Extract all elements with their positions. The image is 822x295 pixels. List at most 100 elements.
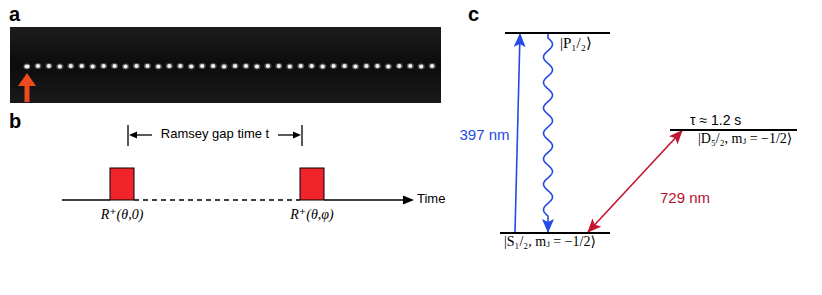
ion — [430, 64, 434, 68]
ion-glow — [319, 64, 326, 70]
level-line — [500, 232, 610, 234]
time-axis-gap — [134, 199, 300, 200]
ion — [255, 65, 259, 69]
ion-glow — [385, 64, 392, 70]
ion-glow — [253, 64, 260, 70]
ion-glow — [144, 63, 151, 69]
ion — [419, 65, 423, 69]
ion-glow — [188, 64, 195, 70]
state-label: |S₁/₂, mⱼ = −1/2⟩ — [500, 234, 610, 251]
energy-level: |P₁/₂⟩ — [505, 32, 610, 52]
ion — [375, 64, 379, 68]
ion — [222, 65, 226, 69]
ion — [288, 65, 292, 69]
level-line — [505, 32, 610, 34]
panel-letter: c — [468, 3, 479, 26]
ion-glow — [133, 63, 140, 69]
laser-pulse — [110, 168, 134, 200]
ion-glow — [341, 63, 348, 69]
ion — [364, 64, 368, 68]
state-label: |P₁/₂⟩ — [505, 34, 610, 52]
ion-glow — [363, 63, 370, 69]
ion — [91, 65, 95, 69]
panel-letter: a — [9, 3, 20, 26]
ion-glow — [308, 63, 315, 69]
ion — [332, 64, 336, 68]
pulse-sequence — [62, 125, 414, 205]
ion-glow — [34, 63, 41, 69]
marker-arrow-shaft — [25, 85, 30, 102]
time-axis — [62, 199, 110, 200]
ion-glow — [89, 64, 96, 70]
gap-arrowhead — [129, 132, 137, 139]
energy-level: τ ≈ 1.2 s |D₅/₂, mⱼ = −1/2⟩ — [670, 112, 797, 148]
ion — [321, 65, 325, 69]
time-axis — [324, 199, 405, 200]
ion — [69, 64, 73, 68]
ion — [277, 64, 281, 68]
level-line — [670, 129, 797, 131]
ion-glow — [100, 63, 107, 69]
ion — [24, 65, 29, 69]
ion — [233, 64, 237, 68]
ion — [178, 64, 182, 68]
ion — [310, 64, 314, 68]
pulse-label: R⁺(θ,φ) — [290, 207, 333, 223]
ion-glow — [199, 63, 206, 69]
panel-letter: b — [9, 110, 21, 133]
transition-arrow — [588, 131, 682, 232]
laser-pulse — [300, 168, 324, 200]
ion-glow — [242, 63, 249, 69]
gap-arrowhead — [293, 132, 301, 139]
ion — [353, 65, 357, 69]
ion — [397, 64, 401, 68]
energy-level: |S₁/₂, mⱼ = −1/2⟩ — [500, 232, 610, 251]
ion — [244, 64, 248, 68]
gap-bracket-bar — [301, 125, 302, 146]
ion — [80, 64, 84, 68]
ion-glow — [264, 63, 271, 69]
ion-glow — [330, 63, 337, 69]
marker-arrow-head — [18, 73, 36, 86]
ion-glow — [221, 64, 228, 70]
ion — [113, 64, 117, 68]
ion — [145, 64, 149, 68]
ion — [36, 64, 40, 68]
ion-glow — [166, 63, 173, 69]
wavelength-label: 397 nm — [459, 126, 509, 143]
ion — [58, 65, 62, 69]
ion — [134, 64, 138, 68]
ion — [102, 64, 106, 68]
state-label: |D₅/₂, mⱼ = −1/2⟩ — [670, 131, 797, 148]
ion-glow — [407, 63, 414, 69]
ion — [266, 64, 270, 68]
ion-glow — [45, 63, 52, 69]
ion — [299, 64, 303, 68]
ion-glow — [231, 63, 238, 69]
ion-glow — [122, 64, 129, 70]
transition-arrow — [515, 34, 520, 232]
time-axis-arrowhead — [403, 196, 414, 205]
ion-glow — [78, 63, 85, 69]
ion-image — [10, 27, 441, 103]
ion — [47, 64, 51, 68]
ion-glow — [297, 63, 304, 69]
ion-glow — [418, 64, 425, 70]
ion-glow — [155, 64, 162, 70]
ion — [211, 64, 215, 68]
lifetime-label: τ ≈ 1.2 s — [670, 112, 797, 129]
ion-glow — [111, 63, 118, 69]
gap-label: Ramsey gap time t — [161, 127, 269, 142]
ion — [342, 64, 346, 68]
ion-glow — [374, 63, 381, 69]
ion-glow — [177, 63, 184, 69]
ion-glow — [429, 63, 436, 69]
ion — [386, 65, 390, 69]
ion-glow — [275, 63, 282, 69]
ion — [167, 64, 171, 68]
ion — [123, 65, 127, 69]
ion-glow — [210, 63, 217, 69]
